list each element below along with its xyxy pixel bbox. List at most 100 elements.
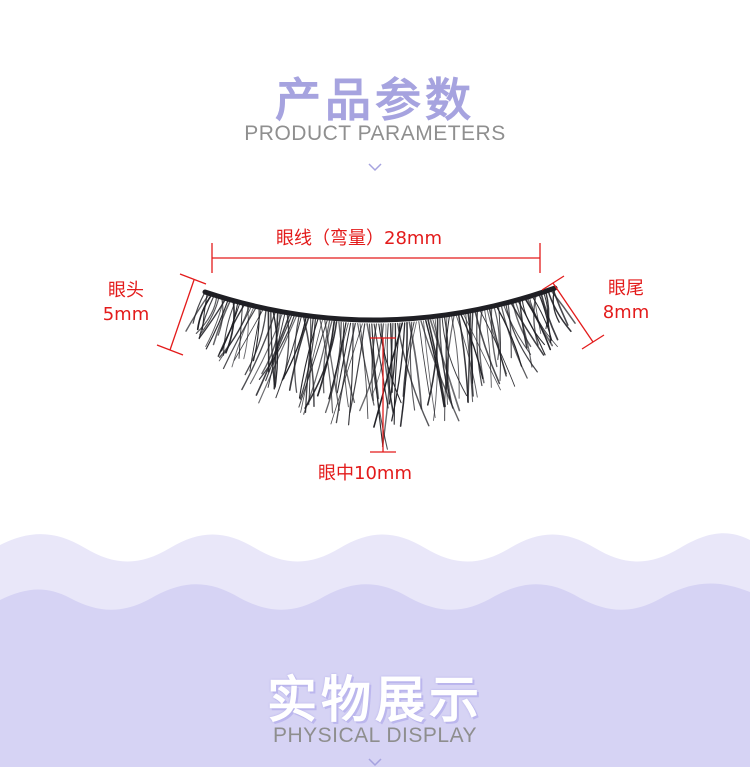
head-measure-label-value: 5mm <box>102 304 150 325</box>
head-measure-label: 眼头 5mm <box>86 279 166 327</box>
lash-strand <box>366 323 380 400</box>
physical-display-subtitle: PHYSICAL DISPLAY <box>272 724 478 747</box>
lash-strand <box>349 323 366 413</box>
head-measure-bottom-cap <box>156 344 184 356</box>
lash-strand <box>549 288 576 324</box>
head-measure-label-name: 眼头 <box>108 280 144 301</box>
lash-strand <box>319 319 334 414</box>
lash-strand <box>498 304 501 382</box>
lash-strand <box>441 317 468 397</box>
lash-strand <box>233 307 265 361</box>
lash-strand <box>335 322 356 424</box>
lash-strand <box>359 323 385 412</box>
lash-strand <box>342 322 349 408</box>
lash-strand <box>500 303 528 379</box>
lash-strand <box>222 300 237 356</box>
lash-strand <box>288 317 310 391</box>
tail-measure-line <box>552 282 594 343</box>
lash-strand <box>470 311 474 397</box>
lash-strand <box>231 305 255 368</box>
lash-strand <box>402 321 415 397</box>
lash-strand <box>205 297 225 347</box>
lash-strand <box>533 294 542 335</box>
lash-strand <box>258 315 298 404</box>
lash-strand <box>244 308 267 376</box>
lash-strand <box>336 322 352 394</box>
lash-strand <box>444 315 455 422</box>
lash-strand <box>409 321 416 411</box>
lash-strand <box>426 318 439 406</box>
physical-display-title: 实物展示 <box>267 671 483 729</box>
tail-measure-top-cap <box>541 275 565 291</box>
lash-strand <box>476 310 483 387</box>
lash-strand <box>281 316 307 381</box>
lash-strand <box>212 298 232 346</box>
lash-strand <box>533 293 539 346</box>
lash-strand <box>217 302 246 357</box>
lash-strand <box>467 311 472 403</box>
lash-strand <box>507 301 512 359</box>
lash-strand <box>429 319 461 412</box>
lash-strand <box>249 307 262 372</box>
lash-strand <box>445 316 451 400</box>
head-measure-line <box>169 279 195 351</box>
lash-strand <box>484 308 492 388</box>
wave-front-layer <box>0 583 750 767</box>
lash-strand <box>322 320 333 394</box>
lash-strand <box>519 298 528 349</box>
lash-strand <box>255 313 291 396</box>
lash-strand <box>505 302 538 373</box>
lash-strand <box>338 321 356 403</box>
head-measure-top-cap <box>179 273 207 285</box>
chevron-down-icon <box>368 758 382 767</box>
lash-strand <box>265 314 293 382</box>
lash-strand <box>381 322 394 448</box>
lash-strand <box>199 295 220 336</box>
lash-strand <box>241 310 277 391</box>
lash-strand <box>205 298 230 350</box>
center-measure-label: 眼中10mm <box>318 463 412 484</box>
lash-strand <box>298 320 328 408</box>
lash-strand <box>488 306 507 377</box>
lash-strand <box>418 321 430 395</box>
lash-strand <box>478 308 485 384</box>
tail-measure-label-value: 8mm <box>602 302 650 323</box>
lash-strand <box>298 318 319 399</box>
lash-strand <box>304 321 338 409</box>
lash-strand <box>423 320 436 419</box>
lash-strand <box>462 313 501 391</box>
lash-strand <box>528 295 558 347</box>
lash-strand <box>258 314 295 381</box>
lash-strand <box>388 322 397 405</box>
lash-strand <box>502 303 532 355</box>
lash-strand <box>391 322 406 422</box>
lash-strand <box>509 301 545 356</box>
lash-strand <box>300 319 323 413</box>
lash-strand <box>399 321 408 427</box>
lash-strand <box>299 318 317 400</box>
product-parameters-subtitle: PRODUCT PARAMETERS <box>244 122 506 145</box>
lash-strand <box>451 315 460 399</box>
tail-measure-label-name: 眼尾 <box>608 278 644 299</box>
lash-strand <box>328 322 347 400</box>
lash-strand <box>249 312 284 385</box>
lash-strand <box>335 322 349 392</box>
lash-strand <box>373 322 404 428</box>
lash-strand <box>330 323 363 425</box>
lash-strand <box>386 323 394 412</box>
lash-strand <box>544 290 550 327</box>
lash-strand <box>222 305 258 370</box>
lash-strand <box>493 305 500 361</box>
tail-measure-label: 眼尾 8mm <box>586 277 666 325</box>
lash-strand <box>185 292 211 332</box>
chevron-down-icon <box>368 163 382 172</box>
lash-strand <box>433 318 438 421</box>
lash-strand <box>514 299 533 368</box>
lash-strand <box>275 316 302 399</box>
lash-strand <box>261 311 281 375</box>
lash-strand <box>270 309 275 386</box>
lash-strand <box>537 292 552 344</box>
